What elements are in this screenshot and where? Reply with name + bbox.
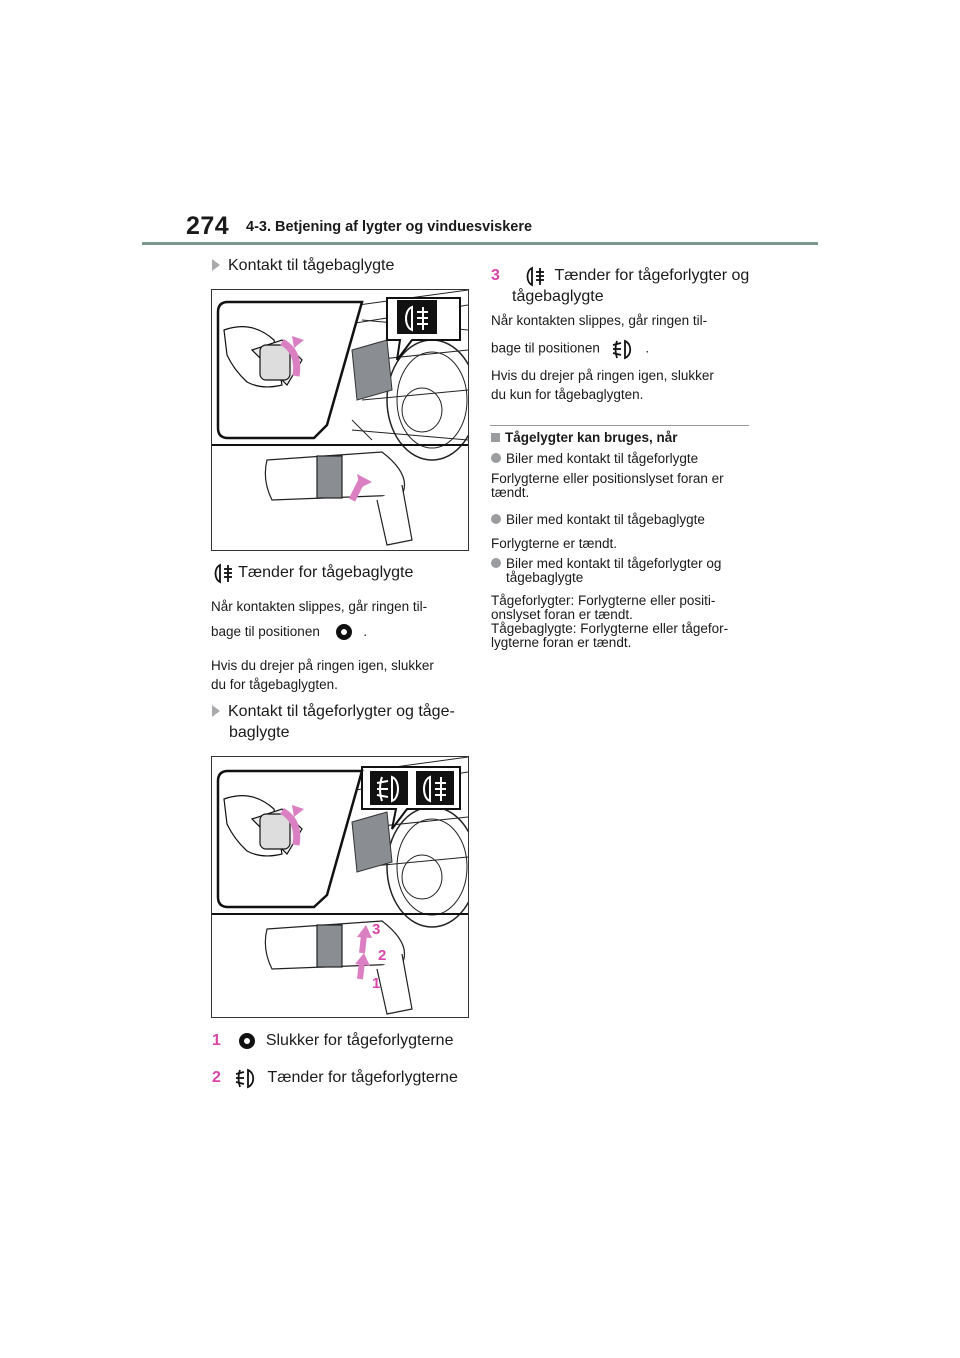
off-icon — [239, 1032, 256, 1049]
triangle-marker-icon — [212, 704, 220, 717]
bullet-1-title: Biler med kontakt til tågeforlygte — [491, 450, 698, 468]
rear-fog-light-icon — [423, 775, 446, 803]
item3-desc-line4: du kun for tågebaglygten. — [491, 387, 644, 402]
rear-fog-light-icon — [405, 305, 428, 332]
rear-fog-desc-line2: bage til positionen . — [211, 623, 367, 641]
bullet-icon — [491, 453, 501, 464]
list-item-2: 2 Tænder for tågeforlygterne — [212, 1066, 458, 1090]
bullet-3-text: Tågeforlygter: Forlygterne eller positi-… — [491, 593, 729, 650]
front-rear-fog-switch-illustration — [212, 757, 468, 1015]
front-fog-light-icon — [236, 1068, 255, 1089]
list-item-1: 1 Slukker for tågeforlygterne — [212, 1032, 454, 1049]
rear-fog-light-icon — [214, 563, 232, 584]
item3-desc-line2: bage til positionen . — [491, 338, 649, 360]
header-rule — [142, 242, 818, 245]
triangle-marker-icon — [212, 258, 220, 271]
rear-fog-desc-line1: Når kontakten slippes, går ringen til- — [211, 599, 428, 614]
rear-fog-desc-line4: du for tågebaglygten. — [211, 677, 338, 692]
bullet-2-text: Forlygterne er tændt. — [491, 536, 618, 551]
bullet-3-title: Biler med kontakt til tågeforlygter og t… — [491, 557, 721, 585]
page-number: 274 — [186, 212, 230, 240]
callout-3: 3 — [372, 921, 381, 938]
list-item-3-line2: tågebaglygte — [512, 288, 604, 305]
square-bullet-icon — [491, 432, 500, 442]
callout-2: 2 — [378, 947, 387, 964]
front-fog-light-icon — [376, 775, 399, 803]
item3-desc-line1: Når kontakten slippes, går ringen til- — [491, 313, 708, 328]
section-separator — [490, 425, 749, 426]
heading-front-rear-fog-switch-line2: baglygte — [229, 724, 290, 741]
rear-fog-item: Tænder for tågebaglygte — [212, 561, 413, 585]
section-header: 4-3. Betjening af lygter og vinduesviske… — [246, 219, 533, 235]
heading-rear-fog-switch: Kontakt til tågebaglygte — [212, 254, 394, 278]
rear-fog-switch-illustration — [212, 290, 468, 546]
bullet-1-text: Forlygterne eller positionslyset foran e… — [491, 471, 724, 500]
callout-1: 1 — [372, 975, 381, 992]
position-icon — [335, 624, 352, 641]
rear-fog-light-icon — [526, 266, 545, 287]
figure-front-rear-fog-switch: 3 2 1 — [211, 756, 469, 1018]
bullet-icon — [491, 558, 501, 569]
bullet-2-title: Biler med kontakt til tågebaglygte — [491, 511, 705, 529]
section-title: Tågelygter kan bruges, når — [491, 429, 678, 447]
item3-desc-line3: Hvis du drejer på ringen igen, slukker — [491, 368, 714, 383]
heading-front-rear-fog-switch: Kontakt til tågeforlygter og tåge- — [212, 700, 455, 724]
bullet-icon — [491, 514, 501, 525]
list-item-3: 3 Tænder for tågeforlygter og — [491, 264, 749, 288]
front-fog-light-icon — [612, 339, 631, 360]
rear-fog-desc-line3: Hvis du drejer på ringen igen, slukker — [211, 658, 434, 673]
figure-rear-fog-switch — [211, 289, 469, 551]
